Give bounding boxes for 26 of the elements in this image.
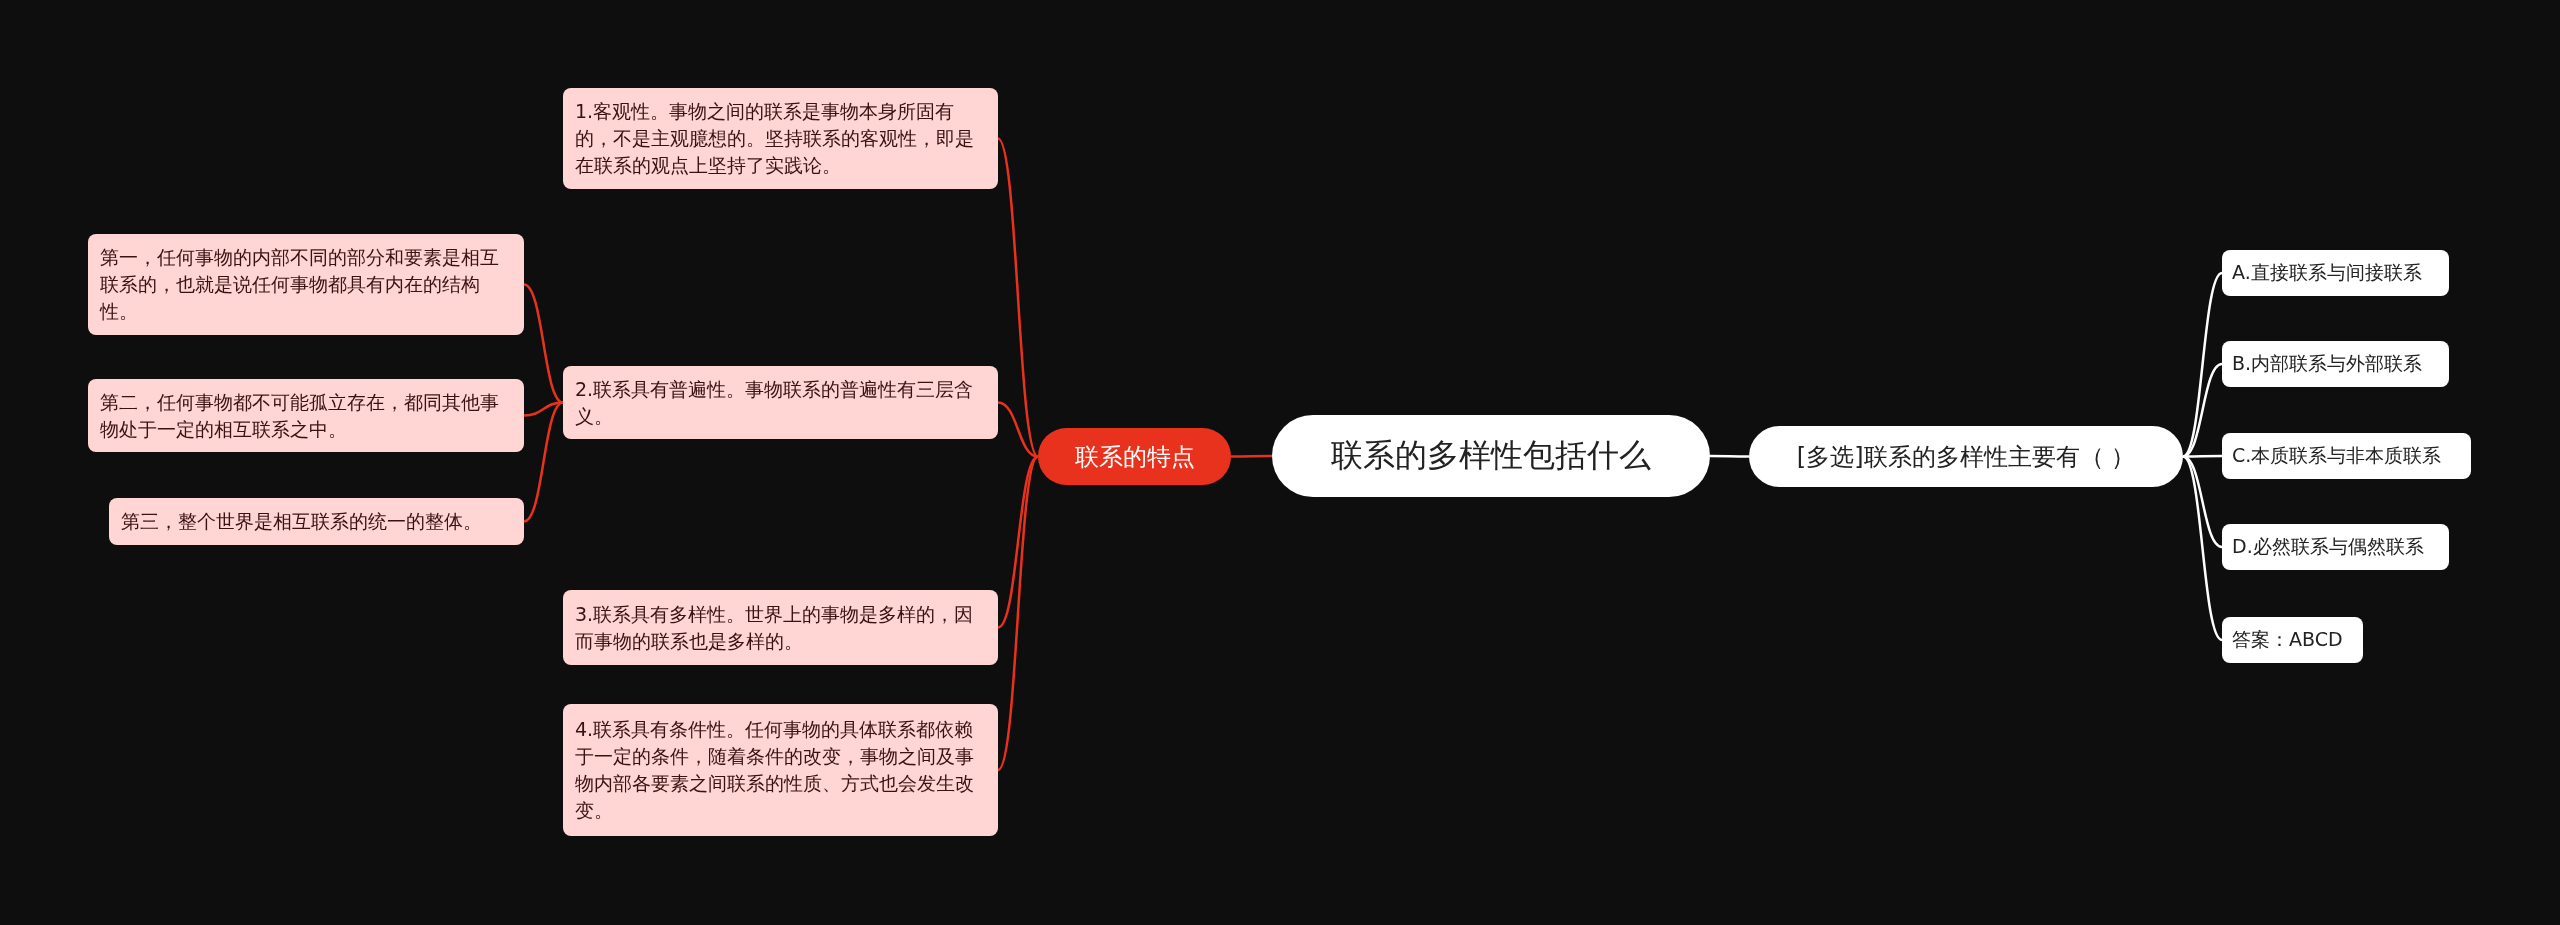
- option-card: A.直接联系与间接联系: [2222, 250, 2449, 296]
- branch-topic: 联系的特点: [1038, 428, 1231, 485]
- connector-line: [2183, 454, 2222, 458]
- answer-card: 答案：ABCD: [2222, 617, 2363, 663]
- topic-card: 3.联系具有多样性。世界上的事物是多样的，因而事物的联系也是多样的。: [563, 590, 998, 665]
- central-topic: 联系的多样性包括什么: [1272, 415, 1710, 497]
- option-card: D.必然联系与偶然联系: [2222, 524, 2449, 570]
- option-card: C.本质联系与非本质联系: [2222, 433, 2471, 479]
- question-topic: [多选]联系的多样性主要有（ ）: [1749, 426, 2183, 487]
- connector-line: [997, 137, 1039, 458]
- topic-card: 1.客观性。事物之间的联系是事物本身所固有的，不是主观臆想的。坚持联系的客观性，即是在联系的观点上坚持了实践论。: [563, 88, 998, 189]
- option-card: B.内部联系与外部联系: [2222, 341, 2449, 387]
- connector-line: [1710, 454, 1749, 458]
- connector-line: [997, 455, 1039, 771]
- topic-card: 4.联系具有条件性。任何事物的具体联系都依赖于一定的条件，随着条件的改变，事物之间及事物内部各要素之间联系的性质、方式也会发生改变。: [563, 704, 998, 836]
- connector-line: [997, 455, 1039, 629]
- connector-line: [2182, 455, 2223, 549]
- topic-card: 2.联系具有普遍性。事物联系的普遍性有三层含义。: [563, 366, 998, 439]
- topic-card: 第三，整个世界是相互联系的统一的整体。: [109, 498, 524, 545]
- connector-line: [523, 401, 564, 523]
- topic-card: 第一，任何事物的内部不同的部分和要素是相互联系的，也就是说任何事物都具有内在的结构性。: [88, 234, 524, 335]
- connector-line: [2182, 455, 2223, 641]
- connector-line: [523, 283, 564, 404]
- topic-card: 第二，任何事物都不可能孤立存在，都同其他事物处于一定的相互联系之中。: [88, 379, 524, 452]
- connector-line: [997, 401, 1039, 458]
- connector-line: [1231, 454, 1272, 458]
